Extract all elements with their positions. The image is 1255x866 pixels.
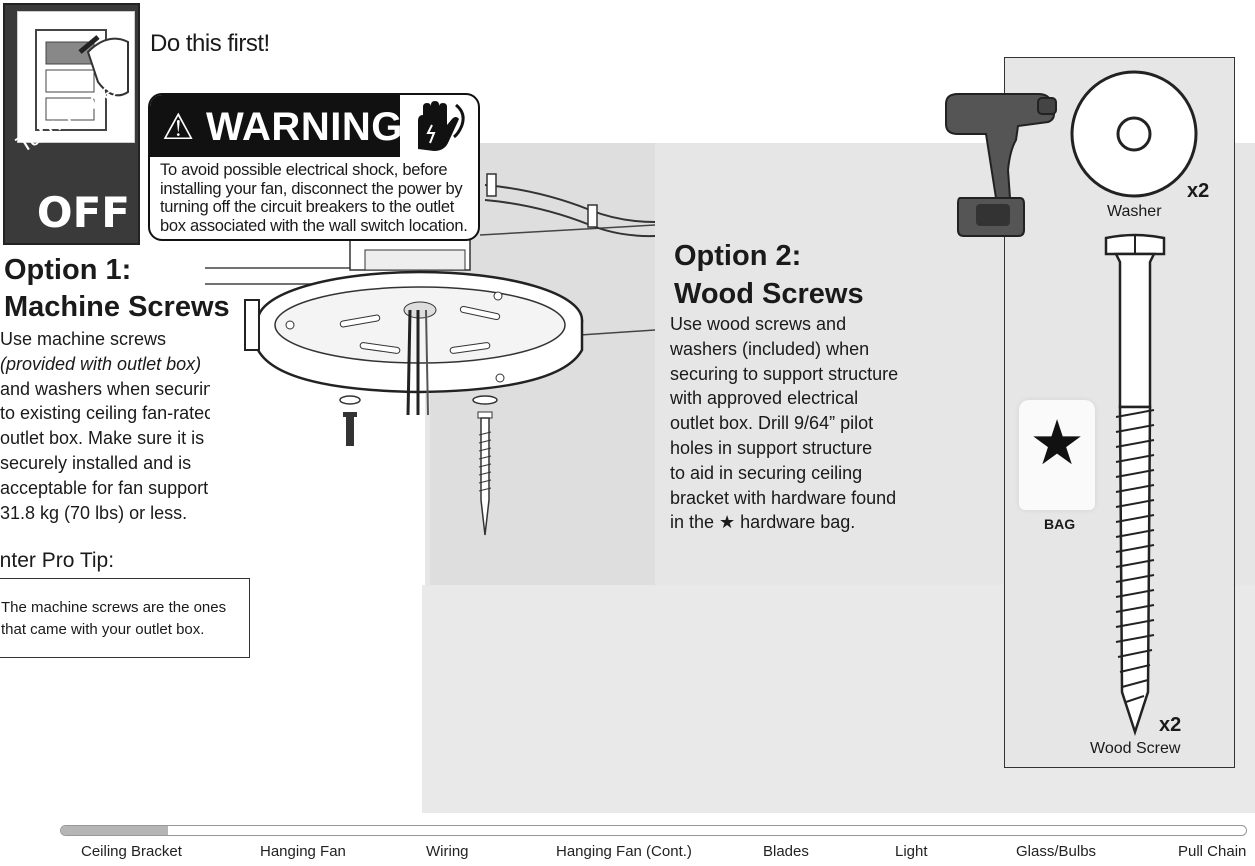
nav-blades[interactable]: Blades bbox=[763, 843, 809, 860]
nav-light[interactable]: Light bbox=[895, 843, 928, 860]
pro-tip-title: unter Pro Tip: bbox=[0, 549, 115, 572]
option-2-line: washers (included) when bbox=[670, 338, 870, 359]
option-1-line: (provided with outlet box) bbox=[0, 353, 202, 374]
light-switch-icon bbox=[17, 11, 135, 143]
warning-triangle-icon: ⚠ bbox=[162, 106, 195, 147]
option-1-body: Use machine screws (provided with outlet… bbox=[0, 327, 210, 525]
option-2-line: to aid in securing ceiling bbox=[670, 462, 863, 483]
option-2-line: bracket with hardware found bbox=[670, 487, 897, 508]
option-2-line: in the ★ hardware bag. bbox=[670, 512, 856, 533]
wood-screw-label: Wood Screw bbox=[1090, 740, 1181, 757]
do-this-first-heading: Do this first! bbox=[150, 30, 270, 57]
pro-tip-text: The machine screws are the ones bbox=[1, 599, 227, 616]
option-2-line: outlet box. Drill 9/64” pilot bbox=[670, 413, 874, 434]
option-1-subtitle: Machine Screws bbox=[4, 291, 230, 323]
option-2-line: Use wood screws and bbox=[670, 314, 847, 334]
turn-power-off-sign: Turn Power OFF bbox=[3, 3, 140, 245]
option-1-line: and washers when securin bbox=[0, 378, 210, 399]
option-2-line: holes in support structure bbox=[670, 437, 873, 458]
nav-glass-bulbs[interactable]: Glass/Bulbs bbox=[1016, 843, 1097, 860]
washer-label: Washer bbox=[1107, 203, 1162, 220]
washer-icon bbox=[1070, 70, 1198, 198]
warning-header: ⚠ WARNING bbox=[150, 95, 403, 157]
option-1-label: Option 1: bbox=[4, 254, 132, 286]
option-1-line: to existing ceiling fan-ratec bbox=[0, 403, 210, 424]
nav-pull-chain[interactable]: Pull Chain bbox=[1178, 843, 1247, 860]
option-2-title: Option 2: Wood Screws bbox=[674, 237, 864, 313]
wood-screw-quantity: x2 bbox=[1159, 714, 1182, 736]
hardware-bag: ★ bbox=[1019, 400, 1095, 510]
option-1-line: outlet box. Make sure it is bbox=[0, 428, 205, 449]
option-1-line: acceptable for fan support bbox=[0, 477, 209, 498]
bag-label: BAG bbox=[1044, 516, 1076, 532]
option-1-line: 31.8 kg (70 lbs) or less. bbox=[0, 502, 188, 523]
star-icon: ★ bbox=[1029, 409, 1085, 478]
warning-title: WARNING bbox=[206, 105, 403, 149]
drill-icon bbox=[945, 93, 1057, 237]
progress-thumb[interactable] bbox=[61, 826, 168, 835]
electric-shock-hand-icon bbox=[418, 101, 465, 151]
progress-scrollbar[interactable] bbox=[60, 825, 1247, 836]
option-2-subtitle: Wood Screws bbox=[674, 278, 864, 310]
nav-hanging-fan-cont[interactable]: Hanging Fan (Cont.) bbox=[556, 843, 692, 860]
nav-wiring[interactable]: Wiring bbox=[426, 843, 469, 860]
option-1-line: securely installed and is bbox=[0, 452, 192, 473]
nav-hanging-fan[interactable]: Hanging Fan bbox=[260, 843, 346, 860]
option-1-title: Option 1: Machine Screws bbox=[4, 252, 230, 326]
wood-screw-icon bbox=[1104, 233, 1166, 737]
nav-ceiling-bracket[interactable]: Ceiling Bracket bbox=[81, 843, 182, 860]
warning-box: ⚠ WARNING To avoid possible electrical s… bbox=[148, 93, 480, 241]
pro-tip-box: The machine screws are the ones that cam… bbox=[0, 578, 250, 658]
option-2-line: securing to support structure bbox=[670, 363, 899, 384]
option-1-line: Use machine screws bbox=[0, 329, 167, 349]
ceiling-bracket-illustration bbox=[205, 173, 656, 536]
option-2-label: Option 2: bbox=[674, 240, 802, 272]
warning-text: To avoid possible electrical shock, befo… bbox=[160, 161, 468, 235]
off-label: OFF bbox=[36, 188, 130, 237]
pro-tip-text: that came with your outlet box. bbox=[1, 621, 205, 638]
option-2-line: with approved electrical bbox=[670, 388, 859, 409]
washer-quantity: x2 bbox=[1187, 180, 1210, 202]
option-2-body: Use wood screws and washers (included) w… bbox=[670, 312, 910, 535]
